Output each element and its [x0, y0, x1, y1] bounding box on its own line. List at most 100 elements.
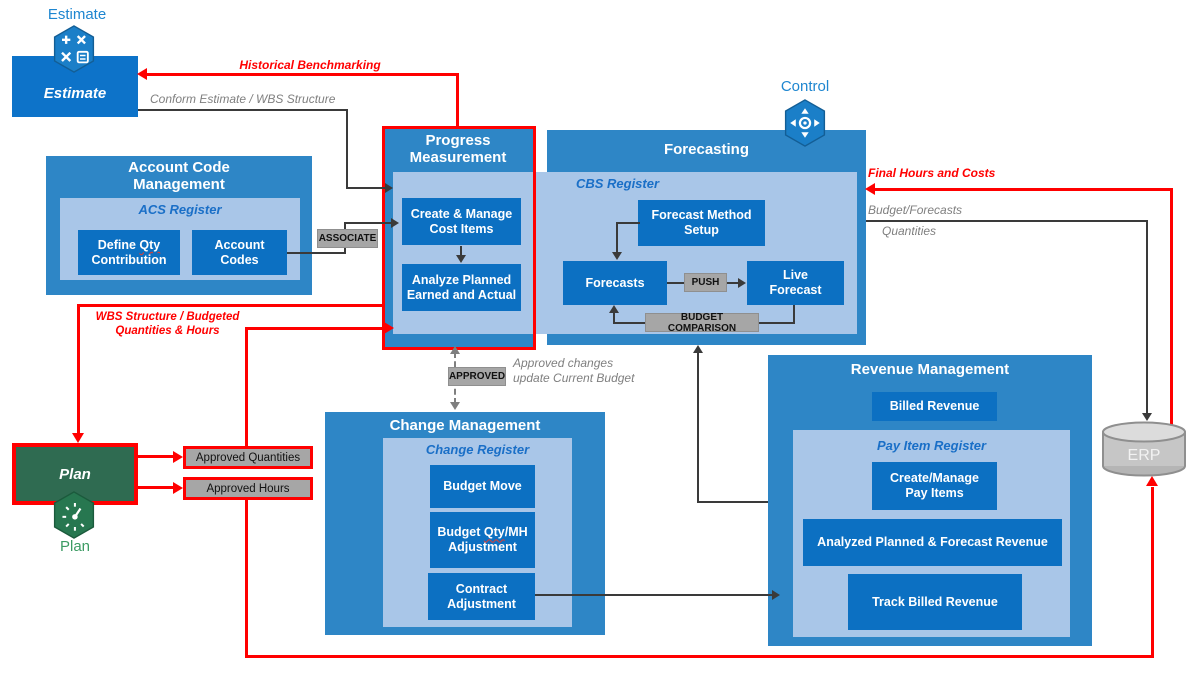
- bottom-red-line: [245, 655, 1154, 658]
- live-forecast-box: Live Forecast: [747, 261, 844, 305]
- approved-quantities-tag: Approved Quantities: [183, 446, 313, 469]
- historical-benchmarking-label: Historical Benchmarking: [239, 58, 381, 72]
- budget-qty-pre: Budget: [437, 525, 484, 540]
- approved-hours-down-line: [245, 500, 248, 658]
- plan-to-approved-hours-line: [138, 486, 174, 489]
- revenue-management-title: Revenue Management: [850, 361, 1010, 378]
- analyze-planned-earned-actual-box: Analyze Planned Earned and Actual: [402, 264, 521, 311]
- associate-tag: ASSOCIATE: [317, 229, 378, 248]
- budget-qty-post: /MH Adjustment: [448, 525, 528, 554]
- create-manage-pay-items-box: Create/Manage Pay Items: [872, 462, 997, 510]
- approved-changes-line1: Approved changes: [513, 356, 614, 370]
- associate-line-h1: [287, 252, 346, 254]
- final-hours-line-v: [1170, 188, 1173, 440]
- final-hours-line-h: [874, 188, 1173, 191]
- approved-changes-note: Approved changes update Current Budget: [513, 356, 643, 386]
- change-register-label: Change Register: [425, 442, 530, 457]
- historical-benchmarking-line-v: [456, 73, 459, 127]
- quantities-label: Quantities: [882, 224, 937, 238]
- arrow-associate-to-cost-items: [391, 218, 399, 228]
- wbs-line-h: [77, 304, 383, 307]
- define-qty-underlined: Qty: [139, 237, 161, 252]
- define-qty-pre: Define: [97, 237, 140, 252]
- arrow-to-estimate: [137, 68, 147, 80]
- arrow-approved-to-pm: [450, 346, 460, 354]
- arrow-to-approved-hours: [173, 482, 183, 494]
- approved-changes-line2: update Current Budget: [513, 371, 635, 385]
- define-qty-contribution-box: Define Qty Contribution: [78, 230, 180, 275]
- arrow-contract-to-track-billed: [772, 590, 780, 600]
- estimate-box-label: Estimate: [43, 85, 107, 102]
- approved-tag: APPROVED: [448, 367, 506, 386]
- wbs-structure-label: WBS Structure / Budgeted Quantities & Ho…: [95, 311, 240, 337]
- arrow-to-approved-quantities: [173, 451, 183, 463]
- arrow-to-erp-bottom: [1146, 476, 1158, 486]
- estimate-app-label: Estimate: [47, 6, 107, 23]
- arrow-to-forecasting-right: [865, 183, 875, 195]
- fms-line-h: [616, 222, 640, 224]
- budget-forecasts-label: Budget/Forecasts: [868, 203, 963, 217]
- plan-to-approved-qty-line: [138, 455, 174, 458]
- budget-forecasts-line-v: [1146, 220, 1148, 414]
- contract-adjustment-box: Contract Adjustment: [428, 573, 535, 620]
- arrow-conform-to-pm: [385, 183, 393, 193]
- forecasts-box: Forecasts: [563, 261, 667, 305]
- push-tag: PUSH: [684, 273, 727, 292]
- approved-qty-line-h: [245, 327, 385, 330]
- arrow-approved-qty-to-pm: [384, 322, 394, 334]
- arrow-to-plan: [72, 433, 84, 443]
- budget-forecasts-line-h: [866, 220, 1148, 222]
- budget-move-box: Budget Move: [430, 465, 535, 508]
- define-qty-post: Contribution: [91, 252, 167, 267]
- plan-icon: [53, 491, 95, 539]
- contract-to-revenue-line: [535, 594, 773, 596]
- control-icon: [784, 99, 826, 147]
- track-billed-revenue-box: Track Billed Revenue: [848, 574, 1022, 630]
- arrow-approved-to-change-mgmt: [450, 402, 460, 410]
- arrow-push-to-live-forecast: [738, 278, 746, 288]
- wbs-line-v: [77, 304, 80, 434]
- revenue-to-forecasting-line-v: [697, 352, 699, 503]
- arrow-to-erp-top: [1142, 413, 1152, 421]
- erp-database-icon: ERP: [1102, 421, 1186, 477]
- create-manage-cost-items-box: Create & Manage Cost Items: [402, 198, 521, 245]
- conform-line-h1: [138, 109, 348, 111]
- arrow-fms-to-forecasts: [612, 252, 622, 260]
- estimate-icon: [53, 25, 95, 73]
- historical-benchmarking-line-h: [146, 73, 458, 76]
- forecast-method-setup-box: Forecast Method Setup: [638, 200, 765, 246]
- plan-app-label: Plan: [59, 538, 91, 555]
- conform-line-v: [346, 109, 348, 189]
- approved-qty-line-v: [245, 327, 248, 446]
- conform-estimate-label: Conform Estimate / WBS Structure: [150, 92, 336, 106]
- arrow-create-to-analyze: [456, 255, 466, 263]
- conform-line-h2: [346, 187, 386, 189]
- change-management-title: Change Management: [389, 417, 541, 434]
- arrow-comparison-to-forecasts: [609, 305, 619, 313]
- budget-qty-mh-adjustment-box: Budget Qty/MH Adjustment: [430, 512, 535, 568]
- account-codes-box: Account Codes: [192, 230, 287, 275]
- fms-line-v: [616, 222, 618, 253]
- analyzed-planned-forecast-revenue-box: Analyzed Planned & Forecast Revenue: [803, 519, 1062, 566]
- budget-comparison-tag: BUDGET COMPARISON: [645, 312, 759, 334]
- plan-box-label: Plan: [59, 465, 91, 483]
- approved-hours-tag: Approved Hours: [183, 477, 313, 500]
- budget-qty-underlined: Qty: [483, 525, 505, 540]
- cbs-register-label: CBS Register: [575, 176, 660, 191]
- progress-measurement-red-border: [382, 126, 536, 350]
- budget-comparison-line-vl: [613, 313, 615, 324]
- revenue-to-forecasting-line-h: [697, 501, 768, 503]
- create-to-analyze-line: [460, 246, 462, 256]
- account-code-management-title: Account Code Management: [128, 159, 230, 194]
- forecasting-title: Forecasting: [663, 141, 750, 158]
- pay-item-register-label: Pay Item Register: [876, 438, 987, 453]
- erp-label: ERP: [1128, 447, 1161, 464]
- control-app-label: Control: [780, 78, 830, 95]
- associate-line-h2: [344, 222, 392, 224]
- final-hours-costs-label: Final Hours and Costs: [868, 166, 996, 180]
- acs-register-label: ACS Register: [138, 202, 222, 217]
- progress-measurement-title: Progress Measurement: [409, 132, 507, 167]
- arrow-revenue-to-forecasting: [693, 345, 703, 353]
- billed-revenue-box: Billed Revenue: [872, 392, 997, 421]
